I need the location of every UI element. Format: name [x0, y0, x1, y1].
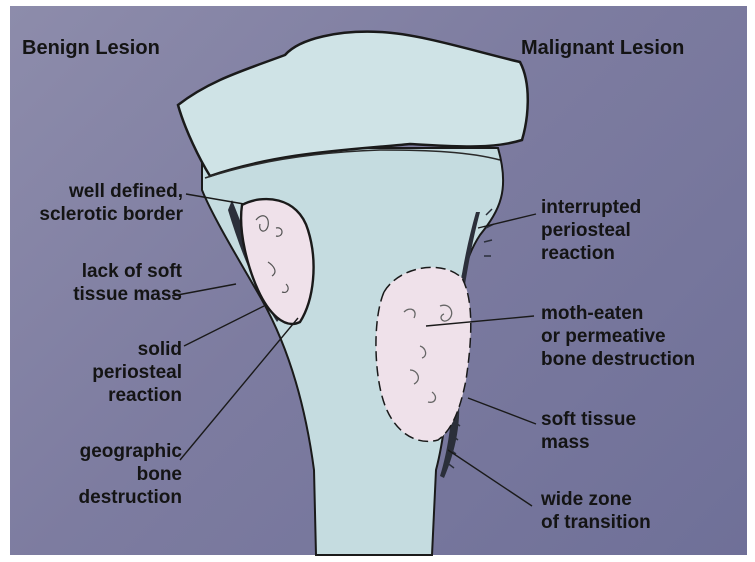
malignant-title: Malignant Lesion — [521, 36, 684, 60]
label-line: soft tissue — [541, 408, 636, 431]
label-line: wide zone — [541, 488, 651, 511]
label-line: periosteal — [92, 361, 182, 384]
label-line: tissue mass — [73, 283, 182, 306]
leader-solid-periosteal — [184, 306, 264, 346]
benign-title: Benign Lesion — [22, 36, 160, 60]
label-line: geographic — [79, 440, 182, 463]
label-line: moth-eaten — [541, 302, 695, 325]
label-line: lack of soft — [73, 260, 182, 283]
label-line: bone — [79, 463, 182, 486]
leader-wide-zone — [448, 450, 532, 506]
label-line: reaction — [92, 384, 182, 407]
label-line: mass — [541, 431, 636, 454]
label-well-defined-border: well defined, sclerotic border — [39, 180, 183, 226]
label-moth-eaten: moth-eaten or permeative bone destructio… — [541, 302, 695, 371]
label-solid-periosteal: solid periosteal reaction — [92, 338, 182, 407]
leader-soft-tissue — [468, 398, 536, 424]
label-wide-zone-transition: wide zone of transition — [541, 488, 651, 534]
label-line: destruction — [79, 486, 182, 509]
label-line: or permeative — [541, 325, 695, 348]
label-line: periosteal — [541, 219, 641, 242]
label-line: reaction — [541, 242, 641, 265]
benign-lesion — [241, 199, 313, 324]
malignant-lesion — [376, 267, 471, 441]
label-line: interrupted — [541, 196, 641, 219]
label-line: of transition — [541, 511, 651, 534]
label-line: bone destruction — [541, 348, 695, 371]
label-line: well defined, — [39, 180, 183, 203]
label-soft-tissue-mass: soft tissue mass — [541, 408, 636, 454]
label-geographic-destruction: geographic bone destruction — [79, 440, 182, 509]
label-line: solid — [92, 338, 182, 361]
label-interrupted-periosteal: interrupted periosteal reaction — [541, 196, 641, 265]
label-lack-soft-tissue: lack of soft tissue mass — [73, 260, 182, 306]
label-line: sclerotic border — [39, 203, 183, 226]
